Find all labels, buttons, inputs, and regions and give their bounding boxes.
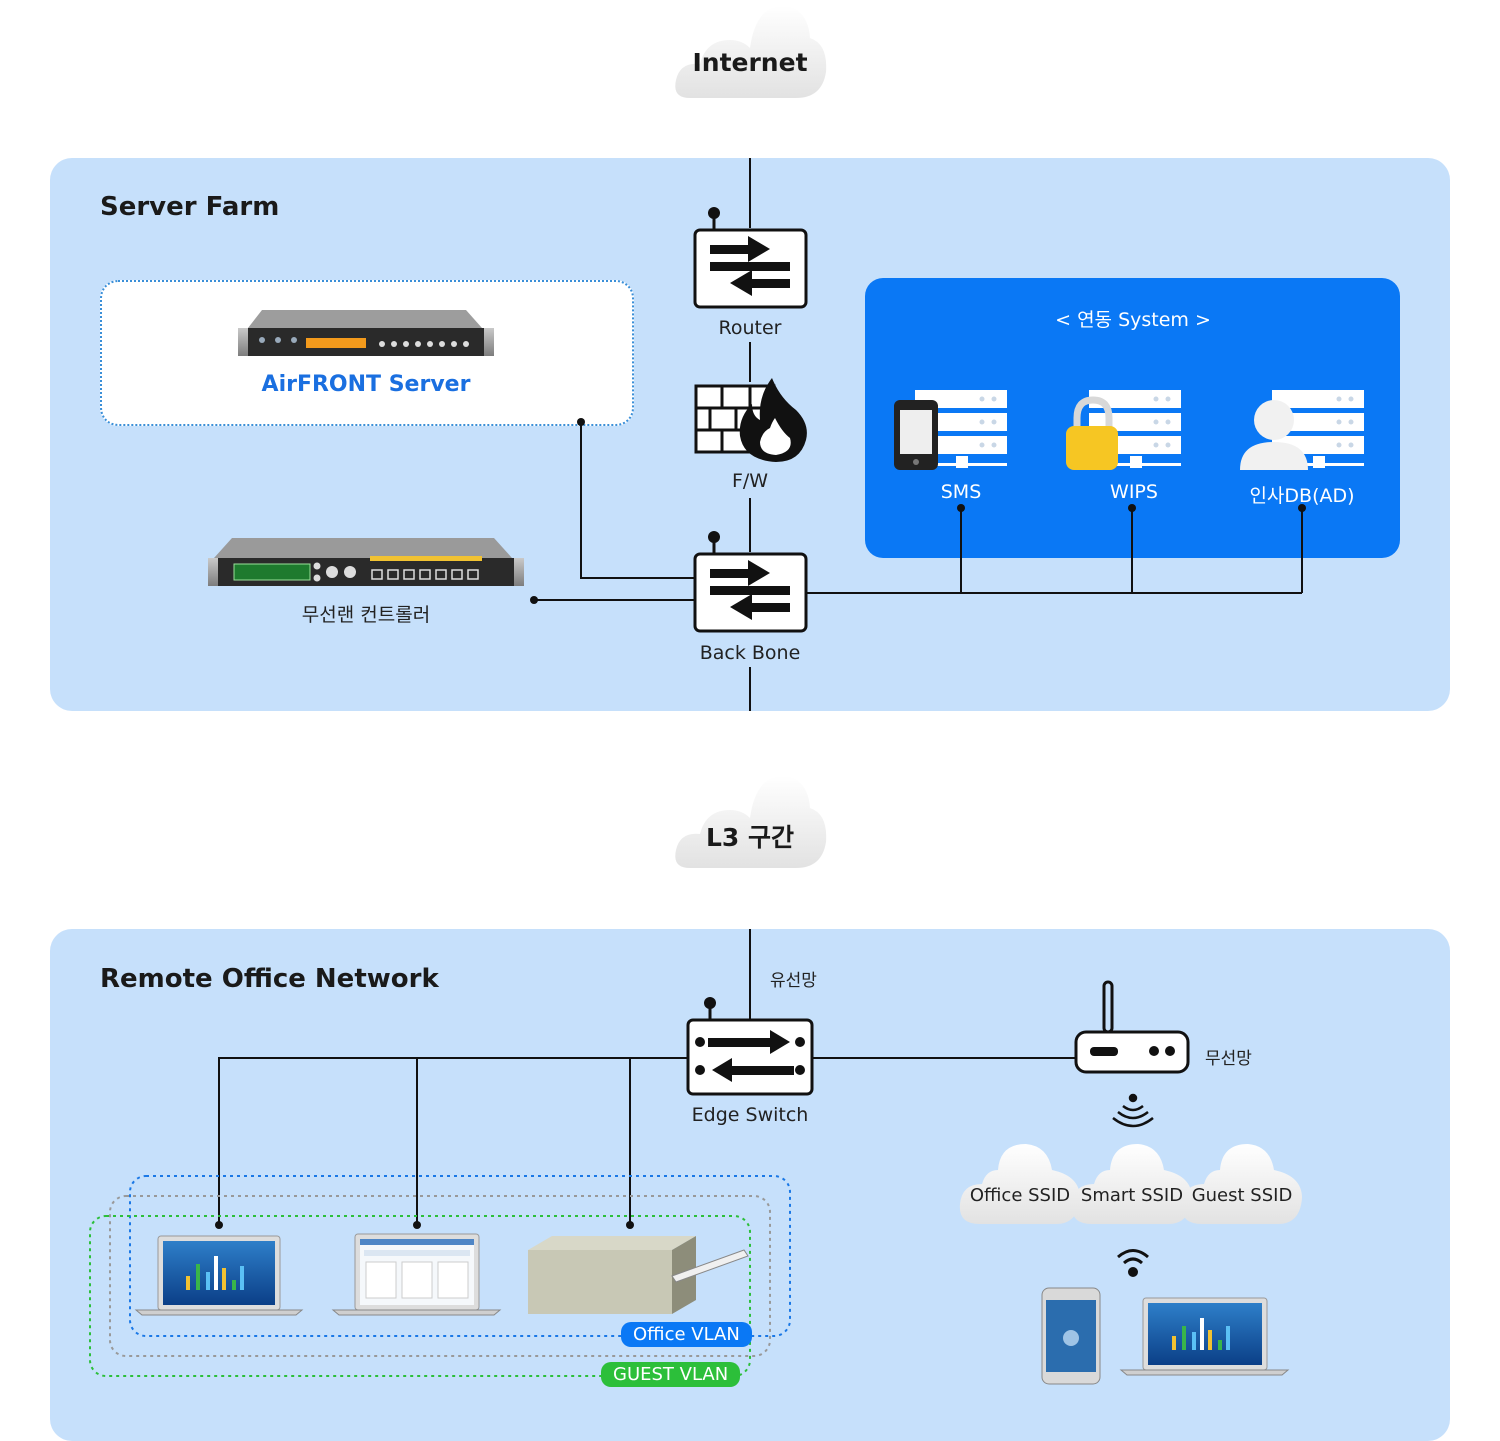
l3-cloud — [675, 775, 827, 868]
airfront-box — [100, 280, 634, 426]
edge-switch-label: Edge Switch — [691, 1104, 809, 1126]
phone-icon — [894, 400, 938, 470]
office-vlan-outline — [129, 1175, 791, 1337]
link-dots — [530, 418, 1306, 604]
sms-label: SMS — [940, 481, 982, 503]
office-ssid-label: Office SSID — [969, 1185, 1071, 1206]
wlan-controller-label: 무선랜 컨트롤러 — [301, 604, 431, 626]
smart-ssid-label: Smart SSID — [1080, 1185, 1184, 1206]
wlan-controller-icon — [208, 538, 524, 586]
wireless-ap-icon — [1074, 980, 1190, 1074]
user-icon — [1240, 400, 1308, 470]
device-box-icon — [528, 1236, 749, 1314]
edge-switch-icon — [686, 997, 814, 1096]
office-ssid-cloud — [959, 1144, 1080, 1224]
remote-office-links — [218, 929, 1076, 1225]
internet-label: Internet — [692, 48, 808, 77]
airfront-server-label: AirFRONT Server — [261, 372, 471, 397]
firewall-label: F/W — [731, 470, 769, 492]
laptop-2-icon — [331, 1233, 502, 1316]
middle-vlan-outline — [109, 1195, 771, 1357]
wireless-network-label: 무선망 — [1205, 1049, 1252, 1069]
wifi-icon — [1117, 1249, 1149, 1277]
lock-icon — [1066, 396, 1118, 470]
guest-vlan-badge: GUEST VLAN — [601, 1362, 741, 1387]
wips-label: WIPS — [1110, 481, 1158, 503]
integration-system-title: < 연동 System > — [1055, 309, 1211, 331]
hr-db-label: 인사DB(AD) — [1249, 485, 1355, 507]
office-vlan-badge: Office VLAN — [621, 1322, 752, 1347]
remote-office-title: Remote Office Network — [100, 964, 439, 994]
wired-network-label: 유선망 — [770, 971, 817, 991]
smart-ssid-cloud — [1071, 1144, 1192, 1224]
guest-ssid-cloud — [1181, 1144, 1302, 1224]
guest-vlan-outline — [89, 1215, 751, 1377]
firewall-icon — [694, 378, 807, 462]
airfront-server-icon — [238, 310, 494, 356]
laptop-3-icon — [1119, 1297, 1290, 1376]
internet-cloud — [675, 5, 827, 99]
backbone-icon — [693, 531, 808, 633]
router-label: Router — [718, 317, 782, 339]
router-icon — [693, 207, 808, 309]
backbone-label: Back Bone — [699, 642, 801, 664]
smartphone-icon — [1041, 1287, 1101, 1385]
ad-server-icon — [1272, 390, 1364, 468]
laptop-1-icon — [134, 1235, 304, 1316]
l3-label: L3 구간 — [705, 823, 795, 852]
signal-down-icon — [1112, 1093, 1154, 1128]
guest-ssid-label: Guest SSID — [1191, 1185, 1293, 1206]
server-farm-title: Server Farm — [100, 192, 280, 222]
server-farm-links — [534, 158, 1303, 711]
